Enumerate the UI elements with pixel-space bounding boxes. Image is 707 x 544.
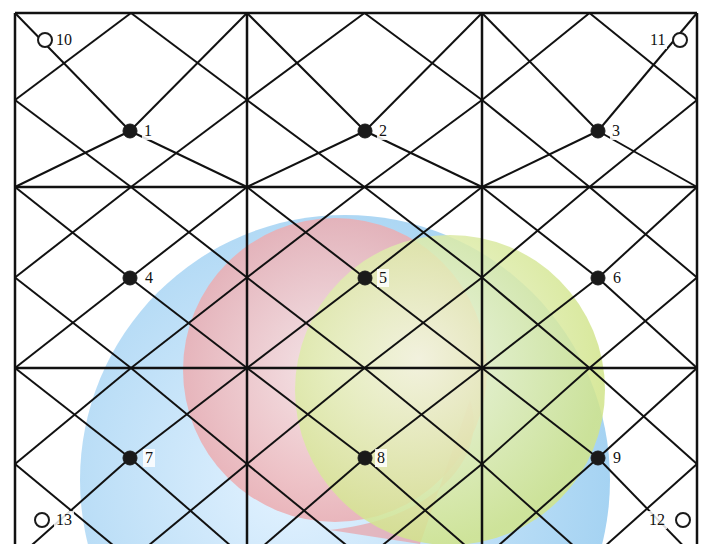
grid-line (598, 458, 697, 544)
filled-point (591, 271, 605, 285)
grid-line (482, 368, 590, 464)
grid-line (365, 187, 483, 278)
grid-line (15, 12, 697, 15)
grid-line (598, 368, 697, 458)
grid-line (247, 13, 365, 100)
grid-line (131, 278, 247, 369)
callout-number: 13 (54, 511, 74, 529)
grid-line (482, 13, 590, 100)
grid-line (482, 187, 598, 278)
grid-line (15, 464, 131, 544)
grid-line (365, 458, 482, 544)
callout-number: 7 (143, 449, 155, 467)
grid-line (15, 278, 130, 368)
callout-number: 3 (610, 122, 622, 140)
filled-point (123, 124, 137, 138)
grid-line (15, 367, 697, 370)
grid-line (482, 187, 590, 278)
grid-line (590, 278, 698, 369)
callout-number: 10 (54, 31, 74, 49)
grid-line (15, 458, 130, 544)
grid-line (247, 458, 365, 544)
callout-number: 1 (142, 122, 154, 140)
grid-line (590, 368, 698, 464)
grid-line (482, 458, 598, 544)
filled-point (123, 451, 137, 465)
grid-line (247, 187, 365, 278)
grid-line (131, 100, 247, 187)
grid-line (482, 100, 590, 187)
filled-point (358, 271, 372, 285)
callout-number: 5 (377, 269, 389, 287)
filled-point (358, 451, 372, 465)
open-point (673, 33, 687, 47)
grid-line (365, 13, 483, 100)
grid-line (15, 186, 697, 189)
grid-line (482, 464, 590, 544)
grid-line (590, 100, 698, 187)
callout-number: 4 (143, 269, 155, 287)
grid-line (590, 13, 698, 100)
filled-point (123, 271, 137, 285)
grid-line (590, 464, 698, 544)
filled-point (591, 124, 605, 138)
grid-line (365, 278, 482, 368)
grid-line (482, 278, 590, 369)
callout-number: 6 (611, 269, 623, 287)
grid-line (15, 368, 131, 464)
grid-line (130, 458, 247, 544)
grid-line (247, 100, 365, 187)
open-point (676, 513, 690, 527)
grid-line (15, 187, 130, 278)
grid-line (131, 187, 247, 278)
callout-number: 9 (611, 449, 623, 467)
grid-line (131, 13, 247, 100)
grid-line (365, 100, 483, 187)
grid-lines (15, 13, 697, 544)
watermark-circle (80, 215, 610, 544)
grid-line (131, 464, 247, 544)
grid-line (15, 187, 131, 278)
grid-points (35, 33, 690, 527)
grid-line (247, 187, 365, 278)
grid-line (15, 131, 130, 187)
callout-number: 2 (377, 122, 389, 140)
open-point (38, 33, 52, 47)
callout-number: 11 (648, 31, 667, 49)
filled-point (591, 451, 605, 465)
grid-line (15, 278, 131, 369)
grid-line (590, 187, 698, 278)
open-point (35, 513, 49, 527)
grid-line (15, 368, 130, 458)
grid-line (247, 368, 365, 464)
grid-line (247, 278, 365, 369)
grid-line (365, 464, 483, 544)
grid-line (130, 278, 247, 368)
grid-line (15, 13, 131, 100)
filled-point (358, 124, 372, 138)
grid-line (365, 278, 483, 369)
grid-line (365, 187, 482, 278)
grid-line (130, 187, 247, 278)
grid-line (482, 278, 598, 368)
grid-line (247, 464, 365, 544)
grid-line (247, 131, 365, 187)
grid-line (598, 278, 697, 368)
grid-line (247, 278, 365, 368)
callout-number: 8 (375, 449, 387, 467)
grid-line (15, 100, 131, 187)
callout-number: 12 (647, 511, 667, 529)
